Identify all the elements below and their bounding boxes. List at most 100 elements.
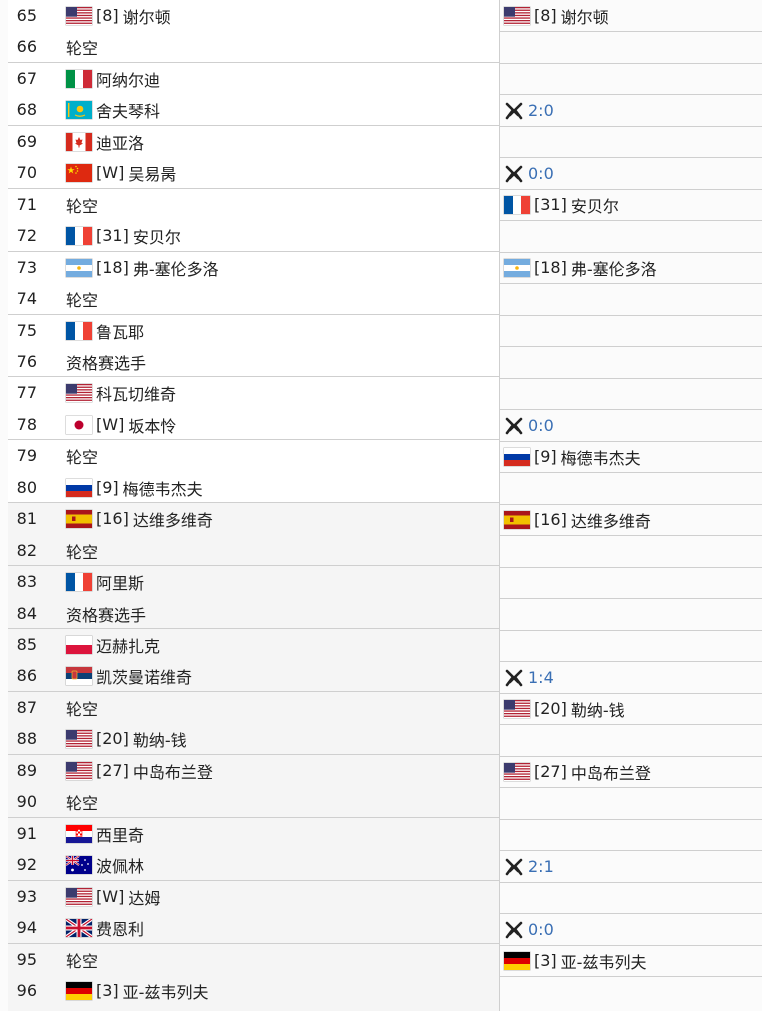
draw-position-number: 80 (16, 478, 37, 497)
france-flag-icon (66, 226, 92, 245)
player-name[interactable]: 阿里斯 (96, 573, 145, 593)
head-to-head-score[interactable]: 2:0 (528, 101, 554, 120)
player-name[interactable]: 达姆 (128, 888, 161, 908)
player-name[interactable]: 舍夫琴科 (96, 101, 161, 121)
head-to-head-score[interactable]: 1:4 (528, 668, 554, 687)
player-name[interactable]: 安贝尔 (132, 227, 181, 247)
round2-slot-11: 1:4 (500, 662, 762, 693)
head-to-head-score[interactable]: 2:1 (528, 857, 554, 876)
draw-row-80: 80[9]梅德韦杰夫 (8, 472, 499, 503)
player-name[interactable]: 波佩林 (96, 856, 145, 876)
player-name[interactable]: 勒纳-钱 (132, 730, 187, 750)
player-name[interactable]: 轮空 (66, 38, 99, 58)
round2-slot-6 (500, 315, 762, 346)
germany-flag-icon (66, 981, 92, 1000)
player-name[interactable]: 轮空 (66, 447, 99, 467)
player-name[interactable]: 弗-塞伦多洛 (132, 259, 219, 279)
draw-row-95: 95 轮空 (8, 944, 499, 975)
player-name[interactable]: 达维多维奇 (132, 510, 213, 530)
player-name[interactable]: 谢尔顿 (122, 7, 171, 27)
player-name[interactable]: 费恩利 (96, 919, 145, 939)
round2-slot-10 (500, 567, 762, 598)
column-divider (499, 0, 500, 1011)
slot-divider (500, 409, 762, 410)
versus-icon (504, 164, 528, 184)
usa-flag-icon (66, 383, 92, 402)
player-name[interactable]: 轮空 (66, 196, 99, 216)
usa-flag-icon (66, 887, 92, 906)
player-name[interactable]: 资格赛选手 (66, 353, 147, 373)
player-name[interactable]: 达维多维奇 (570, 511, 651, 531)
player-name[interactable]: 梅德韦杰夫 (560, 448, 641, 468)
round2-slot-9: [16]达维多维奇 (500, 504, 762, 535)
draw-position-number: 95 (16, 950, 37, 969)
seed-label: [8] (96, 6, 119, 25)
player-name[interactable]: 鲁瓦耶 (96, 322, 145, 342)
draw-position-number: 84 (16, 604, 37, 623)
player-name[interactable]: 亚-兹韦列夫 (560, 952, 647, 972)
player-name[interactable]: 勒纳-钱 (570, 700, 625, 720)
seed-label: [16] (96, 509, 129, 528)
slot-divider (500, 63, 762, 64)
head-to-head-score[interactable]: 0:0 (528, 416, 554, 435)
draw-position-number: 92 (16, 855, 37, 874)
slot-divider (500, 567, 762, 568)
france-flag-icon (504, 195, 530, 214)
draw-row-79: 79 轮空 (8, 440, 499, 471)
versus-icon (504, 416, 528, 436)
player-name[interactable]: 中岛布兰登 (132, 762, 213, 782)
player-name[interactable]: 吴易昺 (128, 164, 177, 184)
player-name[interactable]: 阿纳尔迪 (96, 70, 161, 90)
seed-label: [W] (96, 163, 125, 182)
slot-divider (500, 252, 762, 253)
player-name[interactable]: 资格赛选手 (66, 605, 147, 625)
head-to-head-score[interactable]: 0:0 (528, 164, 554, 183)
player-name[interactable]: 迪亚洛 (96, 133, 145, 153)
player-name[interactable]: 中岛布兰登 (570, 763, 651, 783)
round2-slot-1: [8]谢尔顿 (500, 0, 762, 31)
player-name[interactable]: 安贝尔 (570, 196, 619, 216)
player-name[interactable]: 弗-塞伦多洛 (570, 259, 657, 279)
draw-position-number: 83 (16, 572, 37, 591)
player-name[interactable]: 西里奇 (96, 825, 145, 845)
player-name[interactable]: 轮空 (66, 951, 99, 971)
seed-label: [9] (534, 447, 557, 466)
player-name[interactable]: 轮空 (66, 699, 99, 719)
slot-divider (500, 850, 762, 851)
seed-label: [20] (534, 699, 567, 718)
head-to-head-score[interactable]: 0:0 (528, 920, 554, 939)
player-name[interactable]: 梅德韦杰夫 (122, 479, 203, 499)
versus-icon (504, 668, 528, 688)
pair-divider (8, 251, 499, 252)
player-name[interactable]: 轮空 (66, 793, 99, 813)
player-name[interactable]: 迈赫扎克 (96, 636, 161, 656)
draw-row-88: 88[20]勒纳-钱 (8, 723, 499, 754)
slot-divider (500, 472, 762, 473)
seed-label: [3] (534, 951, 557, 970)
player-name[interactable]: 凯茨曼诺维奇 (96, 667, 193, 687)
round2-slot-4: [31]安贝尔 (500, 189, 762, 220)
usa-flag-icon (504, 6, 530, 25)
player-name[interactable]: 轮空 (66, 290, 99, 310)
draw-position-number: 94 (16, 918, 37, 937)
kazakhstan-flag-icon (66, 100, 92, 119)
player-name[interactable]: 轮空 (66, 542, 99, 562)
player-name[interactable]: 亚-兹韦列夫 (122, 982, 209, 1002)
player-name[interactable]: 坂本怜 (128, 416, 177, 436)
slot-divider (500, 598, 762, 599)
draw-row-81: 81[16]达维多维奇 (8, 503, 499, 534)
slot-divider (500, 126, 762, 127)
usa-flag-icon (66, 729, 92, 748)
seed-label: [W] (96, 887, 125, 906)
draw-position-number: 79 (16, 446, 37, 465)
slot-divider (500, 945, 762, 946)
round2-slot-14: 2:1 (500, 851, 762, 882)
player-name[interactable]: 科瓦切维奇 (96, 384, 177, 404)
player-name[interactable]: 谢尔顿 (560, 7, 609, 27)
